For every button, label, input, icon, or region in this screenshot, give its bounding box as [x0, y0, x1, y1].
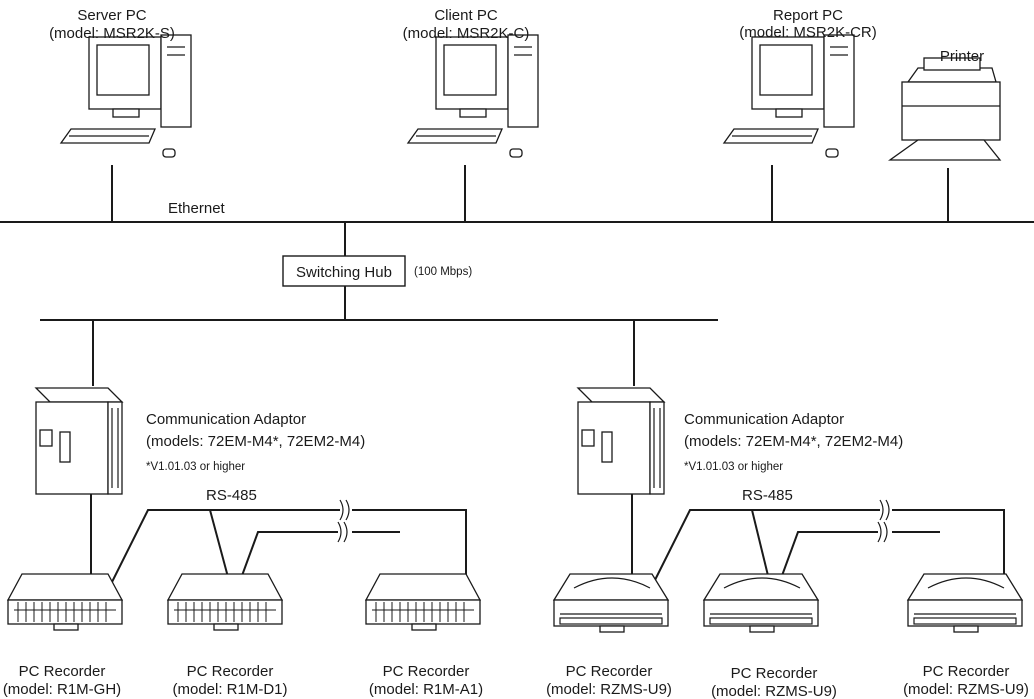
client-pc-name: Client PC: [434, 7, 498, 24]
adaptor-1-models: (models: 72EM-M4*, 72EM2-M4): [146, 433, 365, 450]
rs485-bus-1d: [352, 509, 467, 592]
recorder-1-name: PC Recorder: [19, 663, 106, 680]
recorder-1-icon: [7, 573, 123, 631]
rs485-bus-1a: [107, 509, 340, 591]
rs485-bus-2c: [775, 531, 878, 593]
recorder-6-model: (model: RZMS-U9): [903, 681, 1029, 698]
printer-label: Printer: [940, 48, 984, 65]
hub-speed-label: (100 Mbps): [414, 266, 472, 278]
report-pc-name: Report PC: [773, 7, 843, 24]
adaptor-2-models: (models: 72EM-M4*, 72EM2-M4): [684, 433, 903, 450]
recorder-5-name: PC Recorder: [731, 665, 818, 682]
recorder-3-model: (model: R1M-A1): [369, 681, 483, 698]
recorder-3-icon: [365, 573, 481, 631]
recorder-5-icon: [703, 573, 819, 633]
recorder-6-icon: [907, 573, 1023, 633]
client-pc-model: (model: MSR2K-C): [403, 25, 530, 42]
adaptor-1-icon: [35, 387, 123, 495]
adaptor-2-title: Communication Adaptor: [684, 411, 844, 428]
rs485-label-1: RS-485: [206, 487, 257, 504]
ethernet-label: Ethernet: [168, 200, 226, 217]
switching-hub-label: Switching Hub: [296, 264, 392, 281]
recorder-4-model: (model: RZMS-U9): [546, 681, 672, 698]
adaptor-1-note: *V1.01.03 or higher: [146, 461, 245, 473]
recorder-2-icon: [167, 573, 283, 631]
recorder-2-name: PC Recorder: [187, 663, 274, 680]
report-pc-model: (model: MSR2K-CR): [739, 24, 877, 41]
recorder-4-name: PC Recorder: [566, 663, 653, 680]
recorder-5-model: (model: RZMS-U9): [711, 683, 837, 699]
adaptor-1-title: Communication Adaptor: [146, 411, 306, 428]
recorder-3-name: PC Recorder: [383, 663, 470, 680]
adaptor-2-note: *V1.01.03 or higher: [684, 461, 783, 473]
printer-icon: [887, 57, 1002, 161]
adaptor-2-icon: [577, 387, 665, 495]
rs485-break-2: [877, 499, 890, 543]
server-pc-model: (model: MSR2K-S): [49, 25, 175, 42]
recorder-6-name: PC Recorder: [923, 663, 1010, 680]
rs485-bus-1c: [235, 531, 338, 593]
rs485-bus-2d: [892, 509, 1005, 592]
rs485-label-2: RS-485: [742, 487, 793, 504]
recorder-2-model: (model: R1M-D1): [172, 681, 287, 698]
recorder-4-icon: [553, 573, 669, 633]
rs485-bus-2a: [649, 509, 880, 591]
server-pc-icon: [60, 34, 192, 158]
switching-hub-box: [282, 255, 406, 287]
rs485-break-1: [337, 499, 350, 543]
server-pc-name: Server PC: [77, 7, 146, 24]
client-pc-icon: [407, 34, 539, 158]
recorder-1-model: (model: R1M-GH): [3, 681, 121, 698]
report-pc-icon: [723, 34, 855, 158]
